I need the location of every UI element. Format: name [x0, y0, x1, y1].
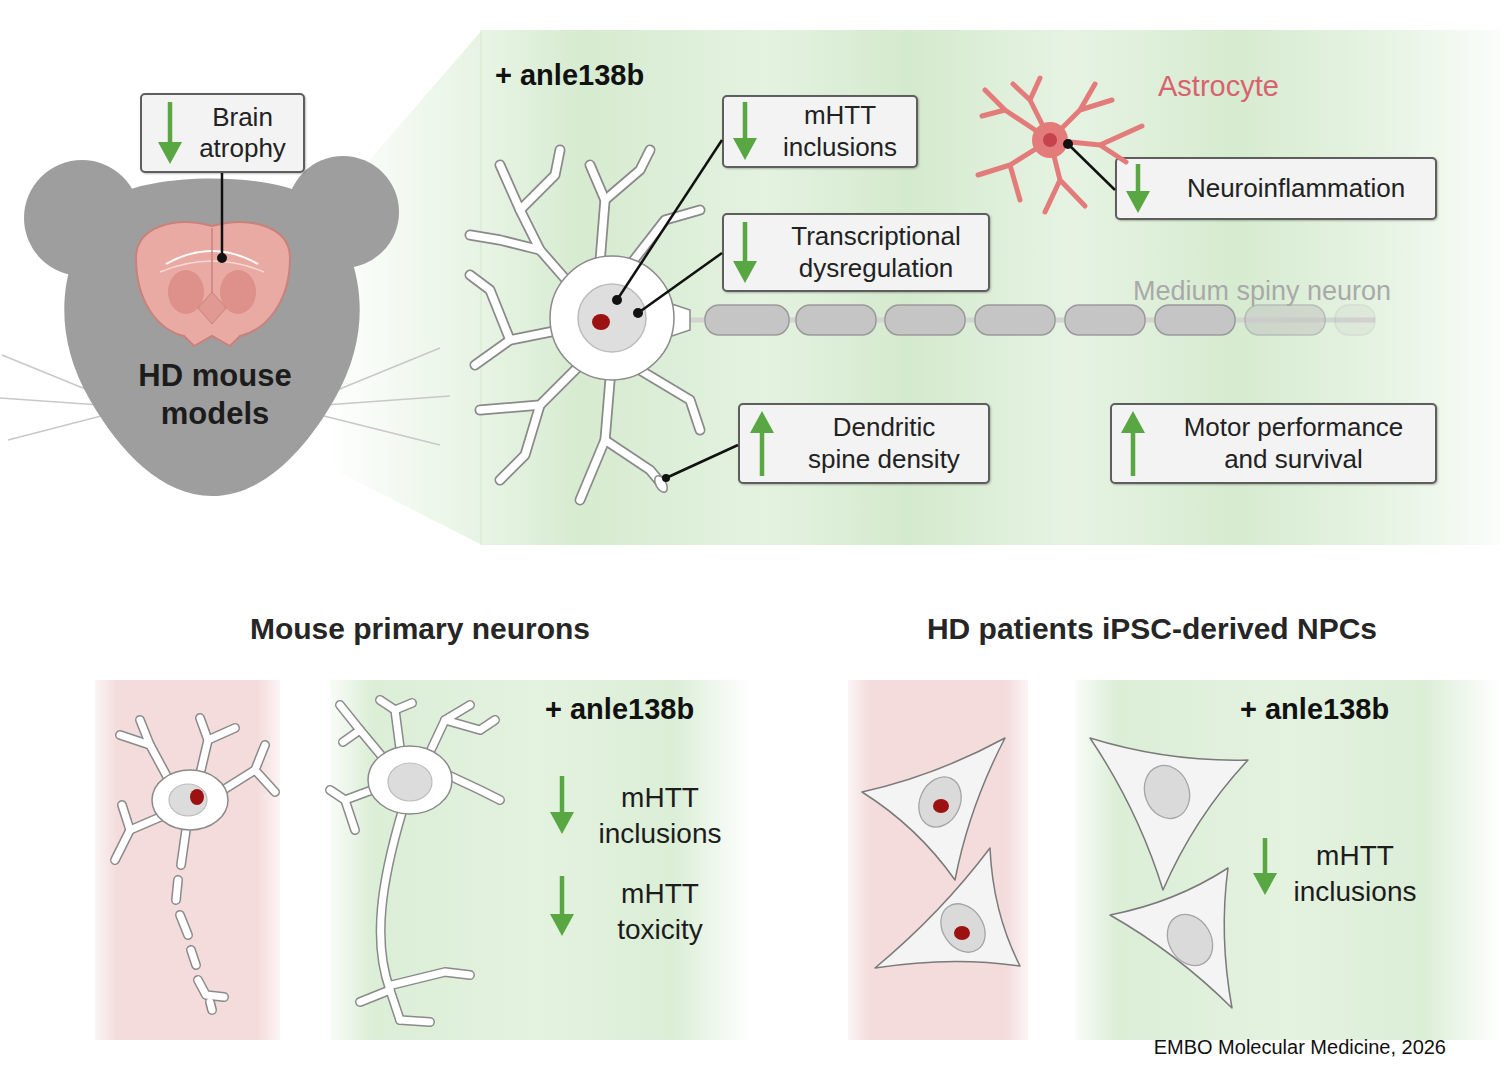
effect-box: Motor performance and survival	[1110, 403, 1437, 484]
mouse-whiskers	[0, 348, 450, 445]
progenitor-cell	[954, 926, 970, 940]
mouse-head	[64, 179, 359, 497]
effect-box: mHTT inclusions	[722, 95, 918, 168]
progenitor-cell	[875, 848, 1020, 968]
untreated-neuron	[190, 789, 204, 805]
mouse-head	[24, 156, 399, 496]
effect-box: Transcriptional dysregulation	[722, 213, 990, 292]
mouse-head: HD mouse models	[30, 150, 400, 510]
treatment-label: + anle138b	[1240, 692, 1460, 726]
progenitor-cell	[862, 738, 1005, 880]
mouse-whiskers	[8, 415, 105, 440]
untreated-panel	[848, 680, 1028, 1040]
untreated-neuron	[115, 718, 275, 1010]
brain-section	[136, 222, 290, 346]
mouse-whiskers	[320, 415, 440, 445]
effect-box: Brain atrophy	[140, 93, 305, 173]
effect-text: Motor performance and survival	[1169, 412, 1419, 474]
progenitor-cell	[932, 895, 995, 961]
source-caption: EMBO Molecular Medicine, 2026	[1040, 1036, 1446, 1059]
untreated-neuron	[115, 718, 275, 1010]
panel-heading: HD patients iPSC-derived NPCs	[877, 612, 1427, 646]
effect-box: Neuroinflammation	[1115, 157, 1437, 220]
treatment-label: + anle138b	[495, 58, 755, 92]
node-text: mHTT toxicity	[580, 876, 740, 948]
effect-box: Dendritic spine density	[738, 403, 990, 484]
effect-text: Dendritic spine density	[802, 412, 967, 474]
progenitor-cell	[933, 799, 949, 813]
node-text: mHTT inclusions	[1275, 838, 1435, 910]
untreated-neuron	[115, 718, 275, 1010]
mouse-head-shape	[30, 150, 400, 510]
brain-section	[211, 228, 213, 300]
progenitor-cell	[862, 738, 1005, 880]
panel-heading: Mouse primary neurons	[170, 612, 670, 646]
effect-text: Transcriptional dysregulation	[770, 221, 982, 283]
untreated-panel	[95, 680, 280, 1040]
node-text: mHTT inclusions	[580, 780, 740, 852]
cell-label: Astrocyte	[1158, 70, 1458, 103]
brain-section	[198, 292, 226, 324]
progenitor-cell	[911, 770, 969, 834]
brain-section	[136, 222, 290, 346]
untreated-neuron	[169, 784, 207, 816]
progenitor-cell	[875, 848, 1020, 968]
effect-text: mHTT inclusions	[770, 100, 910, 162]
treatment-panel: + anle138b mHTT inclusions	[1075, 680, 1500, 1040]
treatment-label: + anle138b	[545, 692, 745, 726]
effect-text: Brain atrophy	[188, 102, 297, 164]
effect-text: Neuroinflammation	[1187, 173, 1405, 204]
node-text: HD mouse models	[115, 357, 315, 433]
mouse-whiskers	[0, 398, 100, 405]
untreated-neuron	[152, 770, 228, 830]
cell-label: Medium spiny neuron	[1133, 276, 1473, 307]
treatment-panel: + anle138b mHTT inclusions mHTT toxicity	[330, 680, 750, 1040]
mouse-whiskers	[325, 396, 450, 405]
